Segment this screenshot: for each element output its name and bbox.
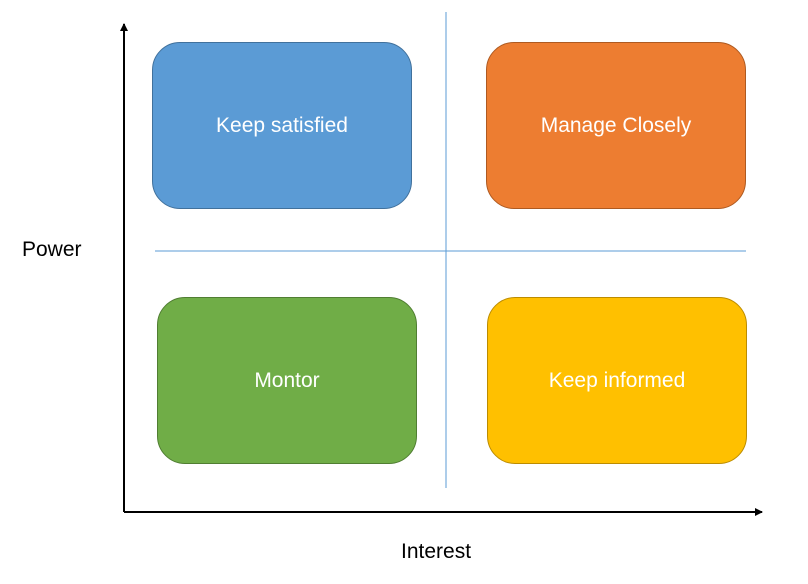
- quadrant-label: Keep informed: [548, 368, 686, 392]
- quadrant-label: Montor: [254, 368, 320, 392]
- quadrant-keep-satisfied: Keep satisfied: [152, 42, 412, 209]
- x-axis-label: Interest: [401, 540, 472, 563]
- quadrant-manage-closely: Manage Closely: [486, 42, 746, 209]
- quadrant-label: Keep satisfied: [216, 113, 348, 137]
- y-axis-label: Power: [22, 238, 82, 261]
- quadrant-keep-informed: Keep informed: [487, 297, 747, 464]
- quadrant-monitor: Montor: [157, 297, 417, 464]
- quadrant-label: Manage Closely: [540, 113, 692, 137]
